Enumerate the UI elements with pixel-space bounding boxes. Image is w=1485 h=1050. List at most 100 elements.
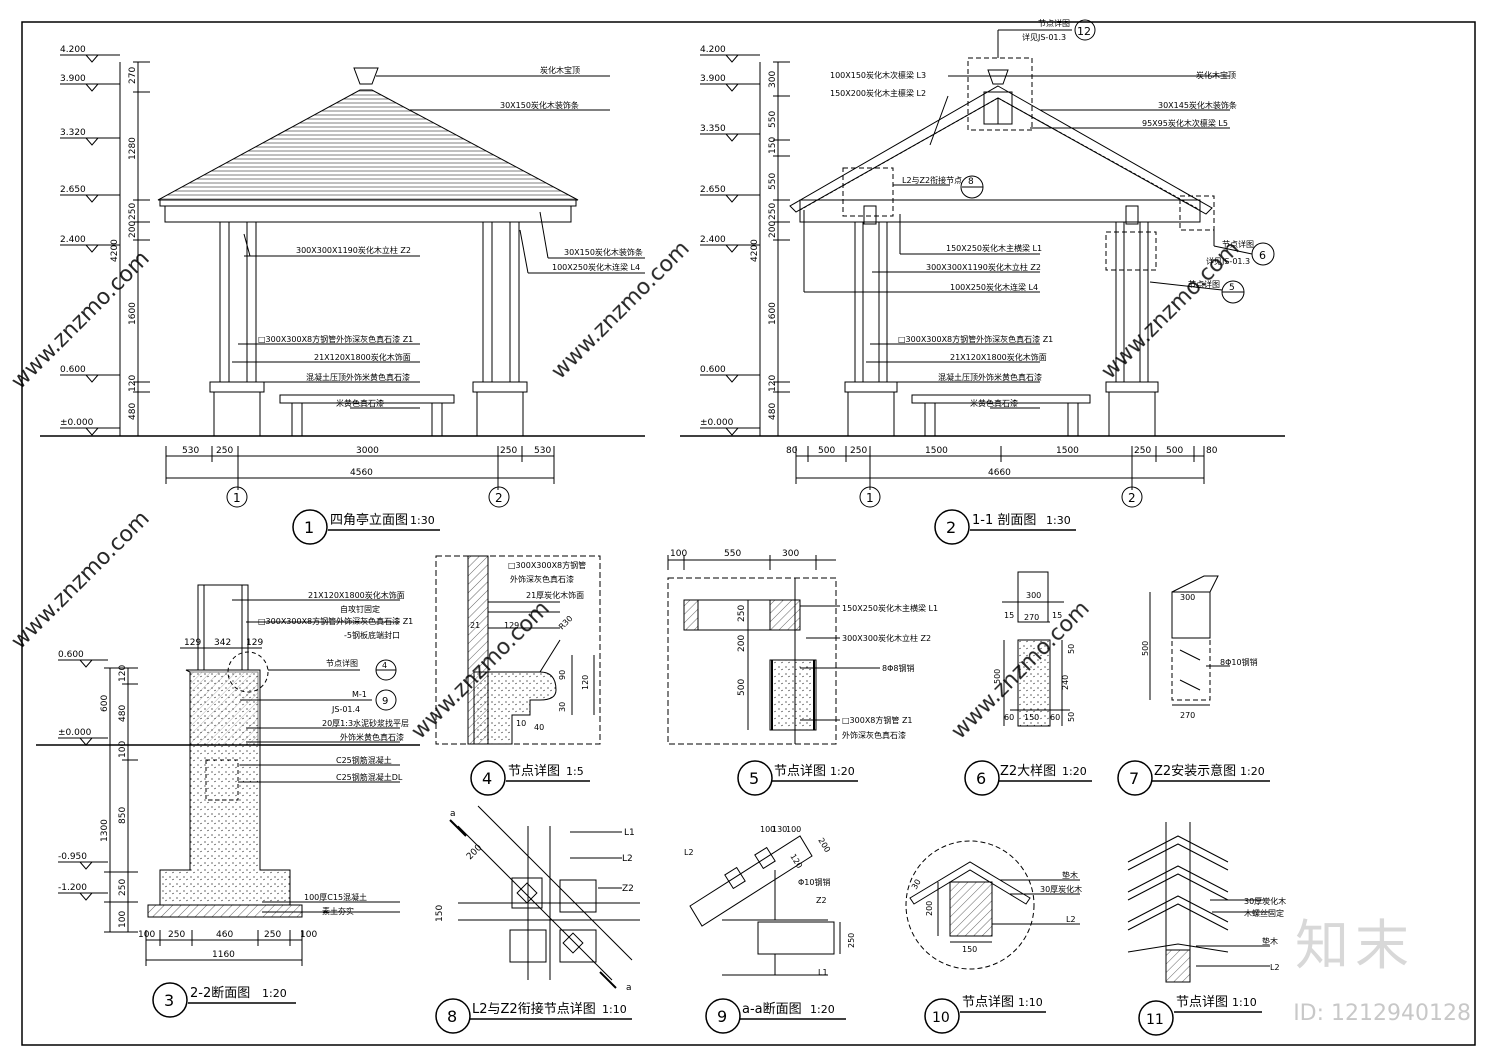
drawing-scale: 1:20: [262, 987, 287, 1000]
level-label: ±0.000: [700, 418, 734, 428]
dim-label: 250: [168, 930, 185, 940]
level-label: 0.600: [58, 650, 84, 660]
dim-label: 15: [1004, 611, 1014, 620]
note: 米黄色真石漆: [970, 398, 1018, 408]
horizontal-dimensions: 530 250 3000 250 530 4560: [165, 446, 555, 490]
dim-label: 270: [1180, 711, 1195, 720]
dim-label: 250: [850, 446, 867, 456]
axis-label: 2: [1128, 491, 1136, 505]
dim-label: 3000: [356, 446, 379, 456]
dim-label: 100: [138, 930, 155, 940]
dim-label: 240: [1061, 675, 1070, 690]
level-label: 2.400: [700, 235, 726, 245]
dim-label: 129: [184, 638, 201, 648]
dim-label: 550: [724, 549, 741, 559]
detail-6: 300 270 15 15 50 240 50 500 60 150 60 6 …: [964, 571, 1092, 796]
dim-label: 150: [435, 905, 445, 922]
dim-label: 550: [768, 111, 778, 128]
callout-number: 5: [1229, 283, 1235, 293]
note: □300X300X8方钢管外饰深灰色真石漆 Z1: [258, 616, 413, 626]
callout-number: 9: [382, 696, 388, 707]
level-label: 2.650: [700, 185, 726, 195]
drawing-scale: 1:20: [1062, 765, 1087, 778]
dim-label: 30: [558, 702, 567, 712]
drawing-title: 节点详图: [508, 764, 560, 779]
drawing-scale: 1:10: [602, 1003, 627, 1016]
dim-label: 460: [216, 930, 233, 940]
dim-label: 80: [1206, 446, 1218, 456]
axis-label: 1: [233, 491, 241, 505]
dim-label: 300: [1026, 591, 1041, 600]
dim-label: 100: [300, 930, 317, 940]
level-markers: 4.200 3.900 3.320 2.650 2.400 0.600 ±0.0…: [60, 45, 120, 436]
dim-label: 120: [788, 852, 804, 870]
drawing-scale: 1:30: [410, 514, 435, 527]
note: Φ10钢销: [798, 877, 830, 887]
column-right: [482, 221, 520, 383]
member-label: L1: [818, 968, 828, 977]
note: 300X300X1190炭化木立柱 Z2: [926, 262, 1041, 272]
finial: [987, 69, 1009, 85]
level-label: 0.600: [700, 365, 726, 375]
dim-label: 300: [768, 71, 778, 88]
drawing-number: 4: [482, 769, 492, 788]
level-label: ±0.000: [60, 418, 94, 428]
dim-label: 60: [1004, 713, 1014, 722]
dim-label: 100: [118, 741, 128, 758]
dim-label: 1300: [100, 819, 110, 842]
note: 垫木: [1262, 936, 1278, 946]
note: 垫木: [1062, 870, 1078, 880]
drawing-scale: 1:20: [810, 1003, 835, 1016]
level-label: 3.350: [700, 124, 726, 134]
horizontal-dimensions: 80 500 250 1500 1500 250 500 80 4660: [786, 446, 1218, 490]
drawing-title: 节点详图: [774, 764, 826, 779]
dim-label: 1600: [768, 302, 778, 325]
note: 21X120X1800炭化木饰面: [950, 352, 1047, 362]
sheet-border: [21, 21, 1476, 1046]
drawing-number: 7: [1129, 769, 1139, 788]
note: 木螺丝固定: [1244, 908, 1284, 918]
note: 30X150炭化木装饰条: [500, 100, 579, 110]
dim-label: 1500: [925, 446, 948, 456]
dim-label: 250: [264, 930, 281, 940]
dim-label: 250: [500, 446, 517, 456]
callout-text: M-1: [352, 690, 367, 699]
drawing-number: 8: [447, 1007, 457, 1026]
dim-label: 500: [1141, 641, 1150, 656]
note: 外饰深灰色真石漆: [842, 730, 906, 740]
dim-label: 500: [818, 446, 835, 456]
note: 外饰深灰色真石漆: [510, 574, 574, 584]
dim-label: 200: [128, 221, 138, 238]
dim-label: 120: [768, 375, 778, 392]
callout-text: 节点详图: [326, 658, 358, 668]
dim-label: 850: [118, 807, 128, 824]
callout-ref: JS-01.4: [331, 705, 360, 714]
note: 米黄色真石漆: [336, 398, 384, 408]
detail-8: a a L1 L2 Z2 200 150 8 L2与Z2衔接节点详图 1:10: [435, 805, 640, 1034]
member-label: L2: [684, 848, 694, 857]
note: 炭化木宝顶: [540, 65, 580, 75]
note: 30厚炭化木: [1244, 896, 1286, 906]
callout-number: 8: [968, 177, 974, 187]
level-label: -0.950: [58, 852, 87, 862]
level-label: 4.200: [700, 45, 726, 55]
vertical-dimensions: 300 550 150 550 250 200 4200 1600 120 48…: [750, 61, 790, 436]
drawing-number: 2: [946, 518, 956, 537]
note: 21X120X1800炭化木饰面: [308, 590, 405, 600]
axis-label: 1: [866, 491, 874, 505]
note: -5钢板底端封口: [344, 630, 400, 640]
dim-label: 10: [516, 719, 526, 728]
drawing-number: 5: [749, 769, 759, 788]
dim-label: 80: [786, 446, 798, 456]
dim-label: 250: [768, 203, 778, 220]
dim-label: 129: [246, 638, 263, 648]
dim-total: 4560: [350, 468, 373, 478]
member-label: Z2: [622, 884, 634, 894]
dim-label: 550: [768, 173, 778, 190]
callout-number: 12: [1077, 25, 1091, 38]
dim-label: 530: [534, 446, 551, 456]
note: 100X150炭化木次檩梁 L3: [830, 70, 926, 80]
dim-label: 200: [465, 843, 484, 862]
dim-label: 100: [786, 825, 801, 834]
